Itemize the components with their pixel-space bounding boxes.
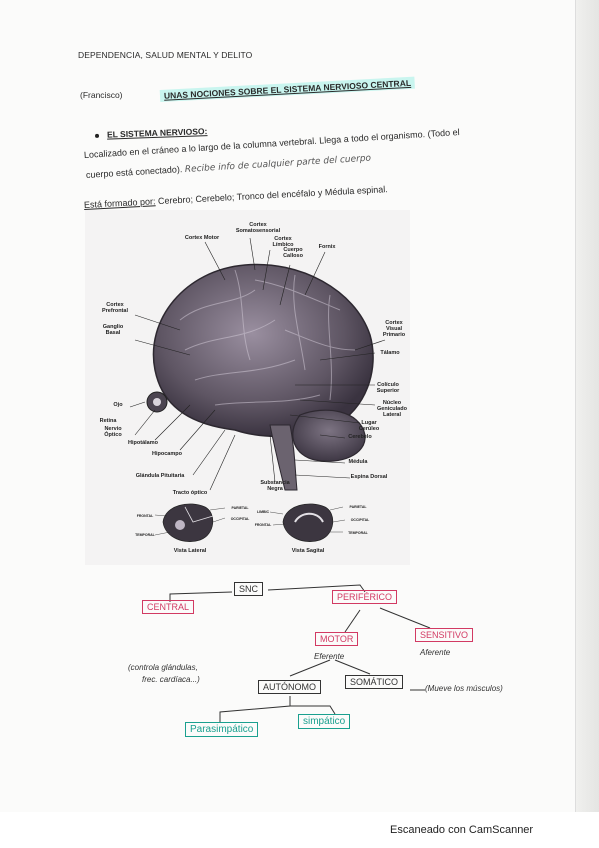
label-occipital-sagital: OCCIPITAL — [350, 518, 370, 522]
page-bottom-margin — [0, 812, 599, 848]
node-simpatico: simpático — [298, 714, 351, 729]
label-frontal-sagital: FRONTAL — [254, 523, 272, 527]
note-autonomo-2: frec. cardíaca...) — [142, 675, 200, 684]
node-central: CENTRAL — [142, 600, 195, 614]
node-somatico: SOMÁTICO — [345, 675, 404, 689]
label-cuerpo-calloso: Cuerpo Calloso — [283, 247, 303, 259]
node-sensitivo: SENSITIVO — [415, 628, 474, 642]
label-colliculo: Colículo Superior — [376, 382, 400, 394]
label-medula: Médula — [348, 459, 368, 465]
label-cortex-limbico: Cortex Límbico — [272, 236, 294, 248]
label-cortex-motor: Cortex Motor — [184, 235, 220, 241]
label-ojo: Ojo — [113, 402, 123, 408]
label-retina: Retina — [99, 418, 117, 424]
label-vista-lateral: Vista Lateral — [173, 548, 207, 554]
label-limbic-sagital: LIMBIC — [256, 510, 270, 514]
brain-figure: Cortex Somatosensorial Cortex Motor Cort… — [85, 210, 410, 565]
note-autonomo-1: (controla glándulas, — [128, 663, 198, 672]
label-lugar-ceruleo: Lugar Cerúleo — [358, 420, 380, 432]
author: (Francisco) — [80, 90, 123, 100]
label-nucleo-geniculado: Núcleo Geniculado Lateral — [377, 400, 407, 418]
node-autonomo: AUTÓNOMO — [258, 680, 321, 694]
node-parasimpatico: Parasimpático — [185, 722, 259, 737]
label-vista-sagital: Vista Sagital — [291, 548, 325, 554]
label-parietal-lateral: PARIETAL — [231, 506, 249, 510]
note-aferente: Aferente — [420, 648, 451, 657]
note-eferente: Eferente — [314, 652, 345, 661]
brain-illustration — [85, 210, 410, 565]
label-hipocampo: Hipocampo — [152, 451, 182, 457]
label-parietal-sagital: PARIETAL — [349, 505, 367, 509]
label-espina-dorsal: Espina Dorsal — [350, 474, 388, 480]
label-cortex-visual: Cortex Visual Primario — [382, 320, 406, 338]
label-ganglio-basal: Ganglio Basal — [102, 324, 124, 336]
label-occipital-lateral: OCCIPITAL — [230, 517, 250, 521]
node-snc: SNC — [234, 582, 264, 596]
note-somatico: (Mueve los músculos) — [425, 684, 503, 693]
label-glandula-pituitaria: Glándula Pituitaria — [135, 473, 185, 479]
label-fornix: Fornix — [318, 244, 336, 250]
label-frontal-lateral: FRONTAL — [136, 514, 154, 518]
label-temporal-sagital: TEMPORAL — [348, 531, 368, 535]
label-nervio-optico: Nervio Óptico — [104, 426, 122, 438]
node-periferico: PERIFÉRICO — [332, 590, 398, 604]
label-temporal-lateral: TEMPORAL — [135, 533, 155, 537]
label-cerebelo: Cerebelo — [348, 434, 372, 440]
document-header: DEPENDENCIA, SALUD MENTAL Y DELITO — [78, 50, 253, 60]
label-cortex-somatosensorial: Cortex Somatosensorial — [235, 222, 281, 234]
label-hipotalamo: Hipotálamo — [128, 440, 158, 446]
page-edge — [575, 0, 599, 820]
label-talamo: Tálamo — [380, 350, 400, 356]
node-motor: MOTOR — [315, 632, 359, 646]
label-tracto-optico: Tracto óptico — [172, 490, 208, 496]
label-cortex-prefrontal: Cortex Prefrontal — [102, 302, 128, 314]
scanner-watermark: Escaneado con CamScanner — [390, 824, 534, 836]
label-sustancia-negra: Substancia Negra — [260, 480, 290, 492]
